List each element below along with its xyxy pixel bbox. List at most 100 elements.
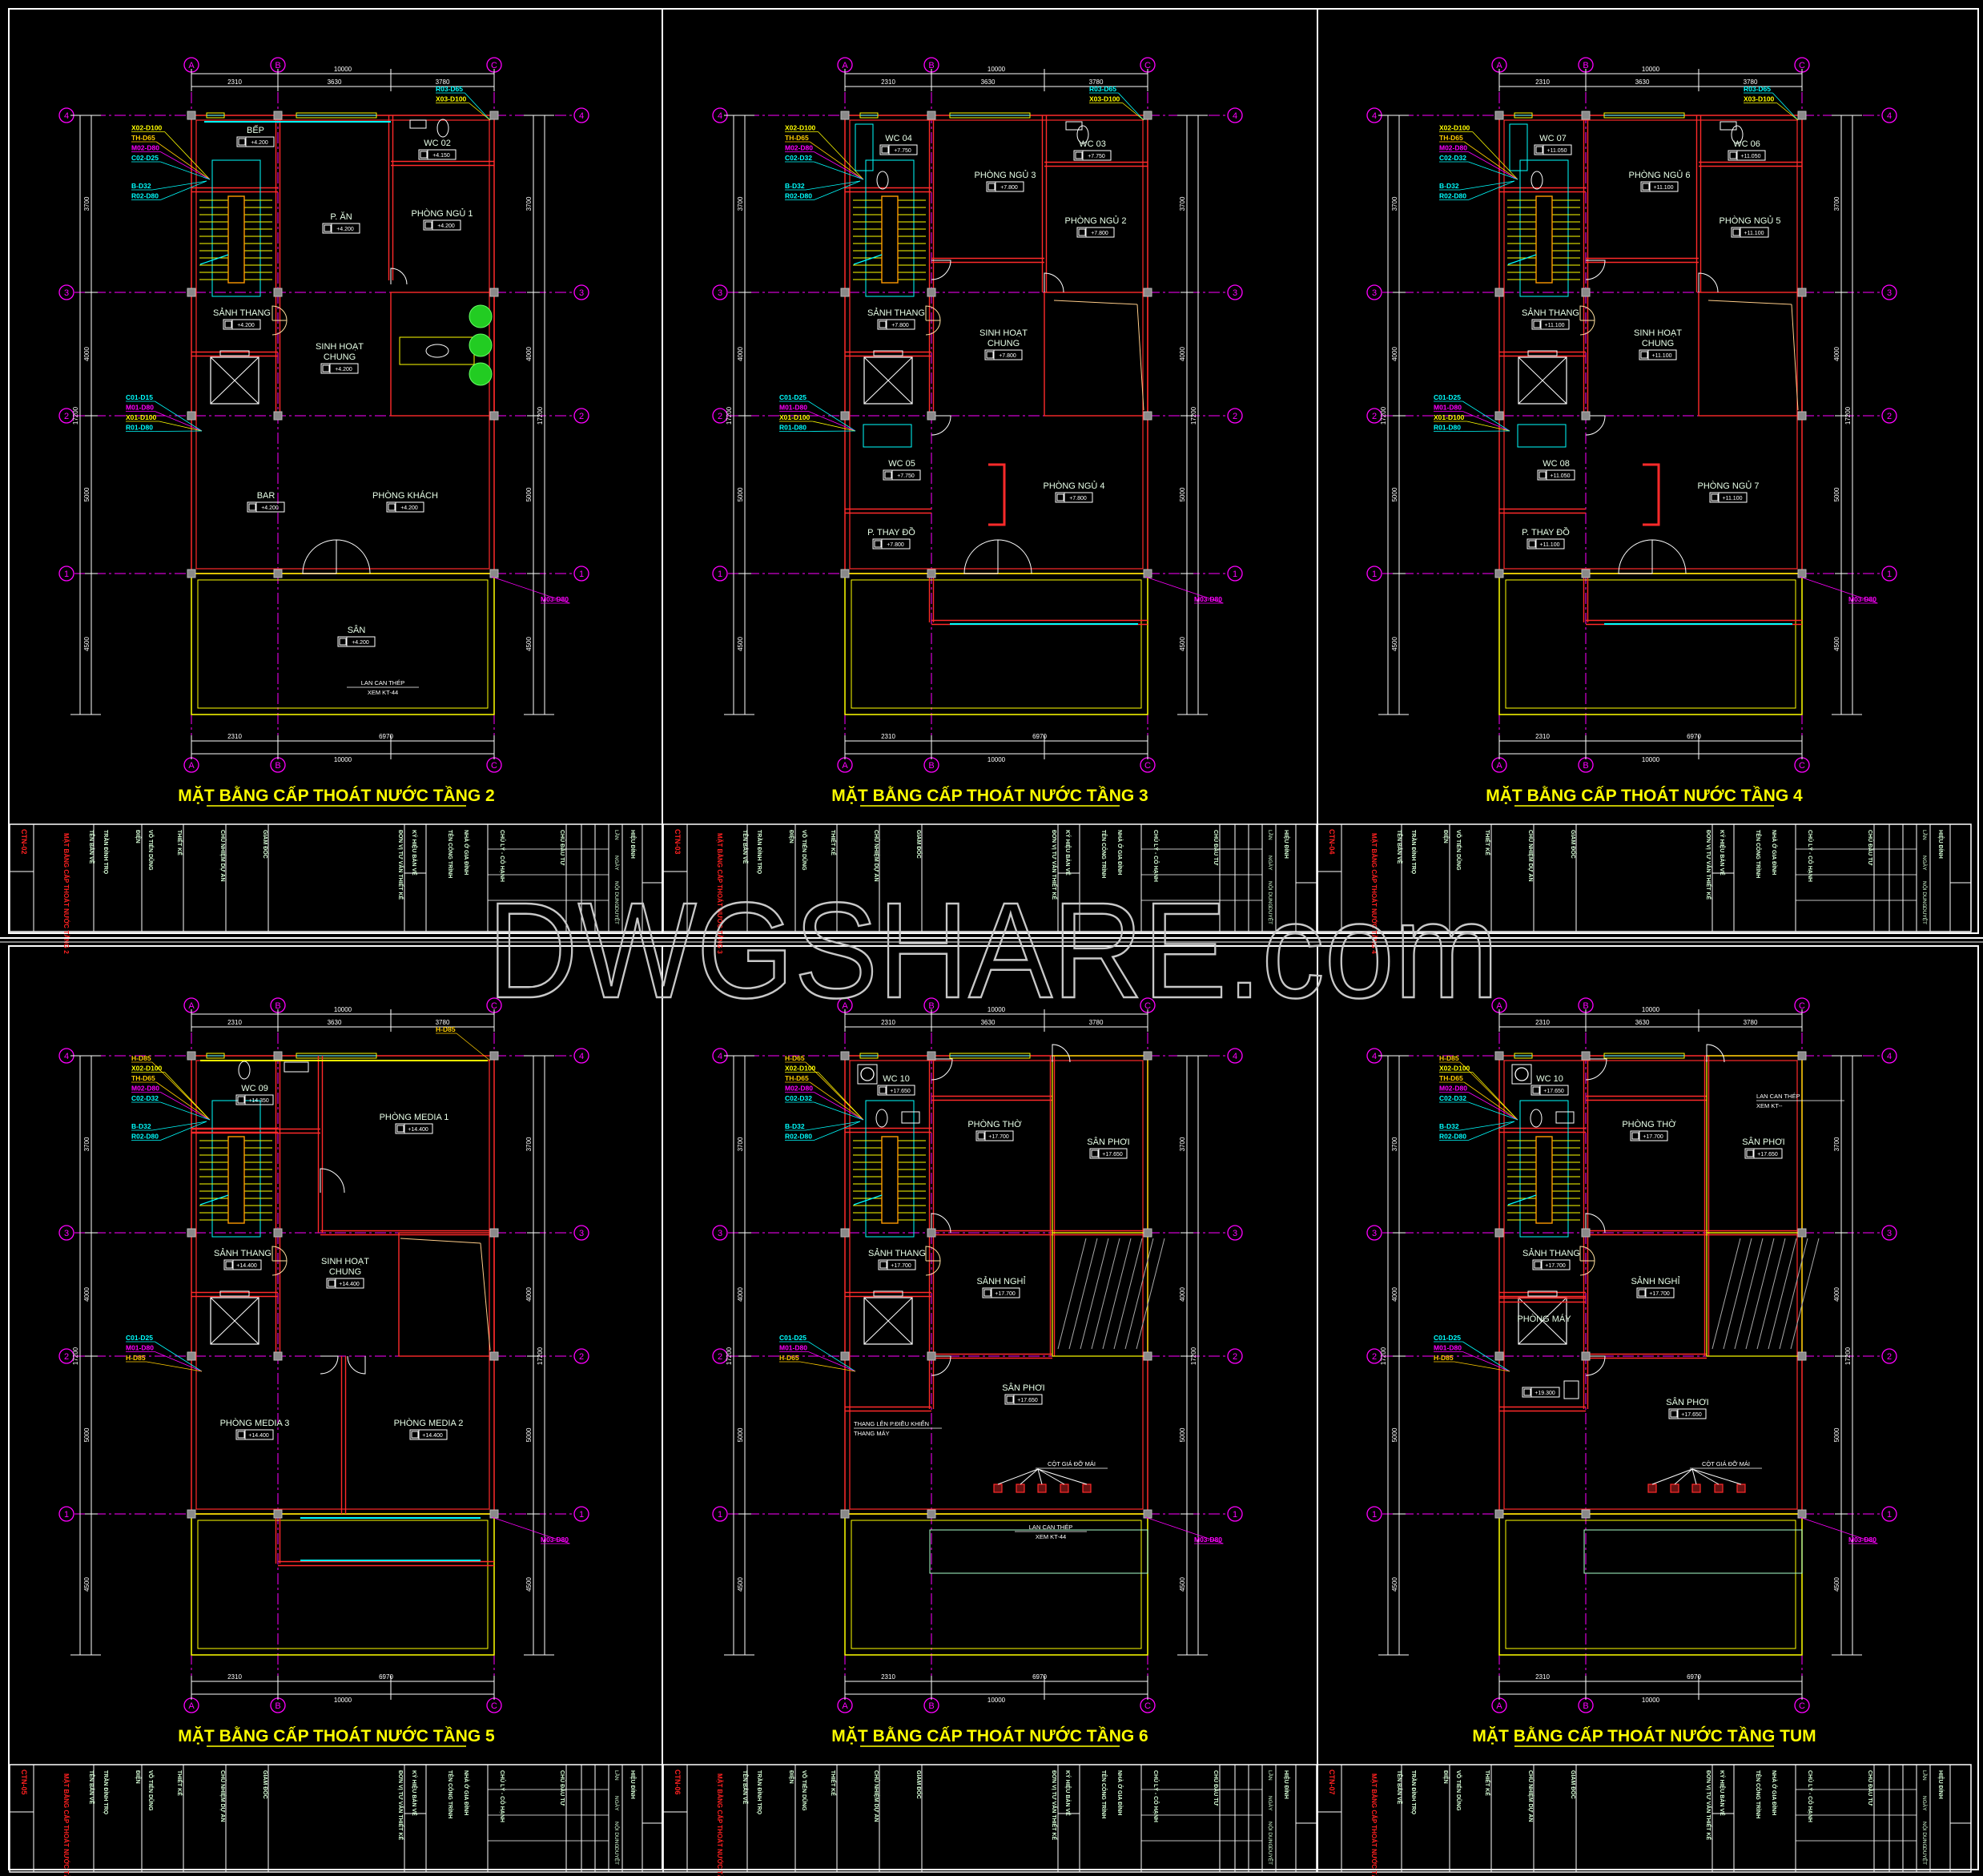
grid-bubble-row [573,1048,589,1064]
pipe-label: B-D32 [1439,1122,1459,1130]
pipe-leader-line [160,180,207,200]
dim-text: 2310 [1535,733,1550,740]
pipe-leader-line [155,141,211,180]
pipe-leader-line [808,1341,856,1372]
pipe-leader-line [812,421,856,432]
title-block-text: GIÁM ĐỐC [262,830,270,859]
pipe-label: X03-D100 [1744,95,1775,103]
pipe-label: C02-D32 [785,154,812,162]
terrace-outline-inner [1505,579,1796,709]
elevation-value: +14.350 [248,1098,269,1104]
title-block-text: THIẾT KẾ [176,1770,184,1796]
dim-text: 4500 [525,637,533,651]
door-swing [1585,1213,1606,1234]
grid-col-label: A [842,1701,848,1711]
elevation-value: +4.200 [336,227,354,232]
elevation-value: +11.100 [1744,231,1764,236]
title-block-text: NHÀ Ở GIA ĐÌNH [1116,1770,1124,1815]
pipe-label: R02-D80 [131,1133,159,1141]
title-block-text: THIẾT KẾ [830,1770,838,1796]
dim-text: 17200 [537,406,544,425]
grid-bubble-row [1366,566,1382,582]
door-swing [347,1355,366,1375]
elevation-tag [1709,492,1748,503]
void-line [1791,304,1799,411]
title-block-text: DUYỆT [1921,907,1929,924]
title-block-text: CHỦ NHIỆM DỰ ÁN [219,1770,227,1822]
title-block-text: CHỦ ĐẦU TƯ [1867,1770,1875,1806]
grid-bubble-row [573,1348,589,1364]
title-block-text: NHÀ Ở GIA ĐÌNH [1771,830,1778,875]
grid-col-label: B [928,1001,934,1011]
elevation-tag [984,349,1023,360]
dim-text: 3700 [737,196,744,211]
washer-drum [860,1067,875,1081]
elevation-tag [879,144,918,155]
elevator-door [219,350,250,356]
dim-text: 10000 [987,1006,1006,1013]
structural-column [273,288,283,297]
structural-column [1143,411,1152,421]
title-block-text: CHỦ LÝ - CÔ HẠNH [1807,830,1814,882]
leader-line [1020,1468,1039,1485]
pipe-leader-line [1459,1061,1518,1121]
title-block-text: TÊN CÔNG TRÌNH [1755,1770,1762,1818]
title-block-text: NỘI DUNG [1921,881,1929,908]
elevation-tag [1630,1130,1668,1141]
title-block-text: KÝ HIỆU BẢN VẼ [1719,1770,1726,1816]
grid-bubble-row [573,107,589,123]
door-swing [925,305,941,321]
pipe-leader-line [155,401,203,432]
terrace-outline [1498,573,1803,715]
pipe-label: M02-D80 [785,144,813,152]
grid-row-label: 3 [579,1229,584,1238]
skylight-hatch [1734,1238,1764,1350]
pipe-label: TH-D65 [1439,134,1463,142]
leader-line [1037,1468,1043,1485]
stair-well [1519,1100,1569,1238]
structural-column [927,1351,936,1361]
dim-text: 5000 [83,487,91,501]
dim-text: 3700 [525,196,533,211]
structural-column [927,1051,936,1061]
elevation-value: +4.200 [437,223,455,229]
structural-column [273,1228,283,1238]
elevation-tag [236,136,275,147]
annotation-note: XEM KT-44 [1036,1533,1066,1540]
pipe-label: M02-D80 [131,1085,159,1093]
dim-text: 5000 [1179,487,1186,501]
dim-text: 5000 [83,1427,91,1442]
pipe-leader-line [814,180,861,200]
dim-text: 4500 [83,1577,91,1592]
elevation-value: +14.400 [422,1433,443,1439]
grid-row-label: 1 [579,570,584,579]
structural-column [273,569,283,578]
title-block-text: CHỦ ĐẦU TƯ [559,830,567,865]
pipe-label: H-D85 [131,1054,151,1062]
dim-text: 4000 [737,1287,744,1302]
elevation-value: +11.100 [1540,542,1560,548]
title-block-text: ĐƠN VỊ TƯ VẤN THIẾT KẾ [1051,1770,1059,1841]
room-name: PHÒNG NGỦ 1 [411,208,473,219]
pipe-leader-line [469,103,491,121]
dim-text: 2310 [227,1019,242,1026]
title-block-text: ĐƠN VỊ TƯ VẤN THIẾT KẾ [1705,830,1713,900]
pipe-label: TH-D65 [785,134,809,142]
room-name: SÂN PHƠI [1742,1137,1784,1147]
room-name: SẢNH THANG [1522,308,1579,318]
pipe-label: C02-D32 [785,1094,812,1102]
pipe-leader-line [1459,1121,1515,1131]
roof-support-column [1016,1483,1025,1493]
grid-bubble-row [1366,1225,1382,1241]
grid-col-label: C [1799,1001,1805,1011]
grid-row-label: 2 [579,1352,584,1362]
pipe-label: X02-D100 [785,1065,816,1073]
terrace-outline-inner [197,1520,489,1649]
elevation-marker-icon [1539,471,1547,479]
elevation-marker-icon [1642,183,1650,191]
structural-column [1494,411,1504,421]
pipe-leader-line [1144,576,1224,604]
grid-col-label: C [1144,61,1151,70]
structural-column [840,569,850,578]
